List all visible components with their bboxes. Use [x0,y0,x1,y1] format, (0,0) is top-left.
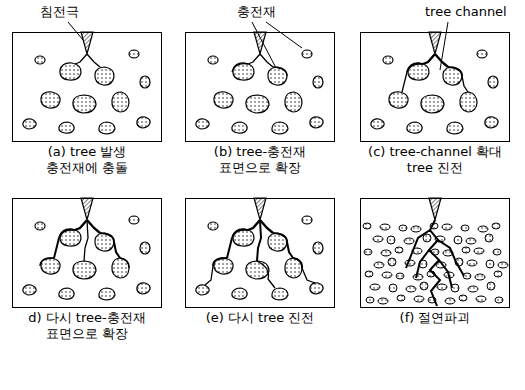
panel-box: (c) tree-channel 확대 tree 진전 [360,32,510,142]
part-label: 침전극 [40,4,79,20]
panel-caption: (a) tree 발생 충전재에 충돌 [31,144,143,176]
panel-caption: (b) tree-충전재 표면으로 확장 [199,144,321,176]
panel-box: d) 다시 tree-충전재 표면으로 확장 [12,198,162,308]
panel-caption: (e) 다시 tree 진전 [180,310,340,326]
panel-box: (a) tree 발생 충전재에 충돌 [12,32,162,142]
panel-caption: d) 다시 tree-충전재 표면으로 확장 [20,310,154,342]
panel-box: (e) 다시 tree 진전 [185,198,335,308]
panel-box: (f) 절연파괴 [360,198,510,308]
panel-caption: (f) 절연파괴 [355,310,515,326]
part-label: 충전재 [237,4,276,20]
panel-caption: (c) tree-channel 확대 tree 진전 [360,144,510,176]
part-label: tree channel [425,4,507,20]
panel-box: (b) tree-충전재 표면으로 확장 [185,32,335,142]
